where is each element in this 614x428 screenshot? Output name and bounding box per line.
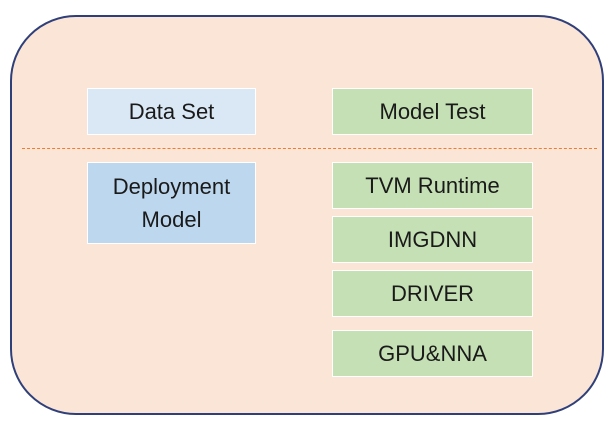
tvm-runtime-box: TVM Runtime xyxy=(332,162,533,209)
driver-box: DRIVER xyxy=(332,270,533,317)
imgdnn-box: IMGDNN xyxy=(332,216,533,263)
imgdnn-label: IMGDNN xyxy=(387,227,478,252)
data-set-box: Data Set xyxy=(87,88,256,135)
gpu-nna-label: GPU&NNA xyxy=(378,341,487,366)
tvm-runtime-label: TVM Runtime xyxy=(365,173,500,198)
driver-label: DRIVER xyxy=(390,281,475,306)
model-test-label: Model Test xyxy=(379,99,486,124)
data-set-label: Data Set xyxy=(128,99,215,124)
model-test-box: Model Test xyxy=(332,88,533,135)
deployment-model-box: Deployment Model xyxy=(87,162,256,244)
dashed-divider xyxy=(22,148,597,149)
deployment-model-label: Deployment Model xyxy=(112,174,231,232)
gpu-nna-box: GPU&NNA xyxy=(332,330,533,377)
